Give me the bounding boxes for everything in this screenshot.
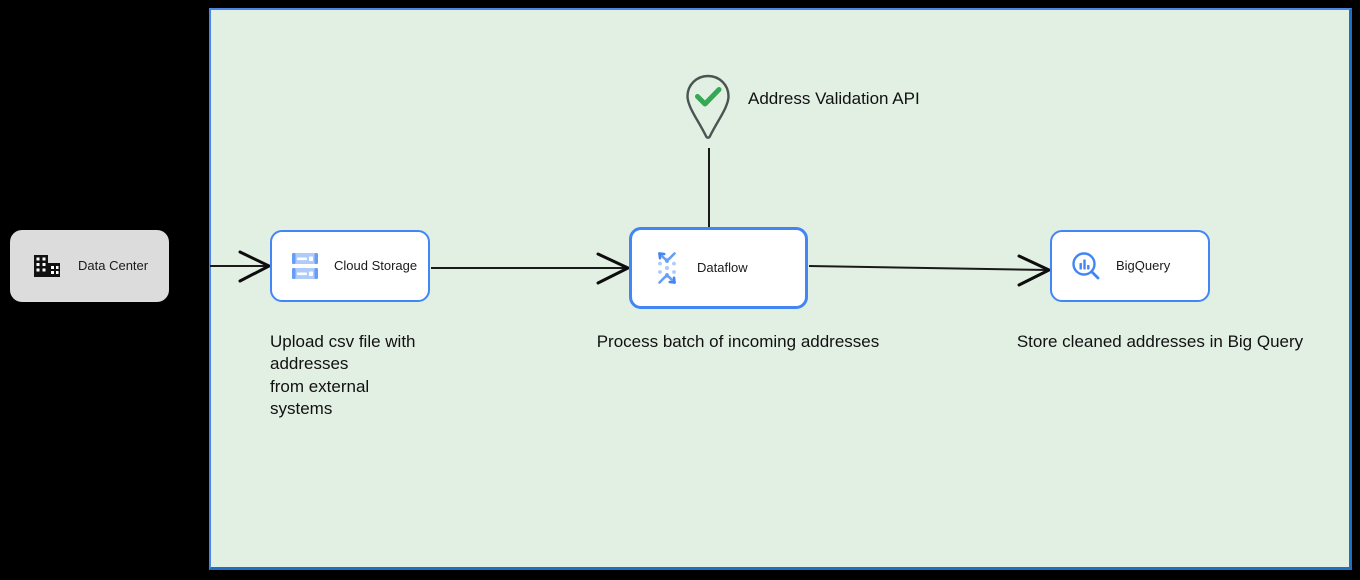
- node-cloud-storage[interactable]: Cloud Storage: [270, 230, 430, 302]
- node-label-data-center: Data Center: [78, 258, 149, 274]
- node-data-center[interactable]: Data Center: [10, 230, 169, 302]
- map-pin-check-icon: [686, 74, 730, 139]
- caption-cloud-storage: Upload csv file with addresses from exte…: [270, 332, 416, 419]
- label-address-validation-api: Address Validation API: [748, 89, 920, 108]
- node-label-bigquery: BigQuery: [1116, 258, 1171, 274]
- node-dataflow[interactable]: Dataflow: [629, 227, 808, 309]
- node-label-dataflow: Dataflow: [697, 260, 748, 276]
- caption-dataflow: Process batch of incoming addresses: [596, 332, 880, 351]
- node-address-validation-api[interactable]: [683, 73, 733, 141]
- caption-bigquery: Store cleaned addresses in Big Query: [1016, 332, 1304, 351]
- node-bigquery[interactable]: BigQuery: [1050, 230, 1210, 302]
- cloud-storage-icon: [290, 250, 320, 282]
- building-icon: [32, 251, 62, 281]
- node-label-cloud-storage: Cloud Storage: [334, 258, 418, 274]
- dataflow-icon: [651, 251, 683, 285]
- bigquery-icon: [1070, 250, 1102, 282]
